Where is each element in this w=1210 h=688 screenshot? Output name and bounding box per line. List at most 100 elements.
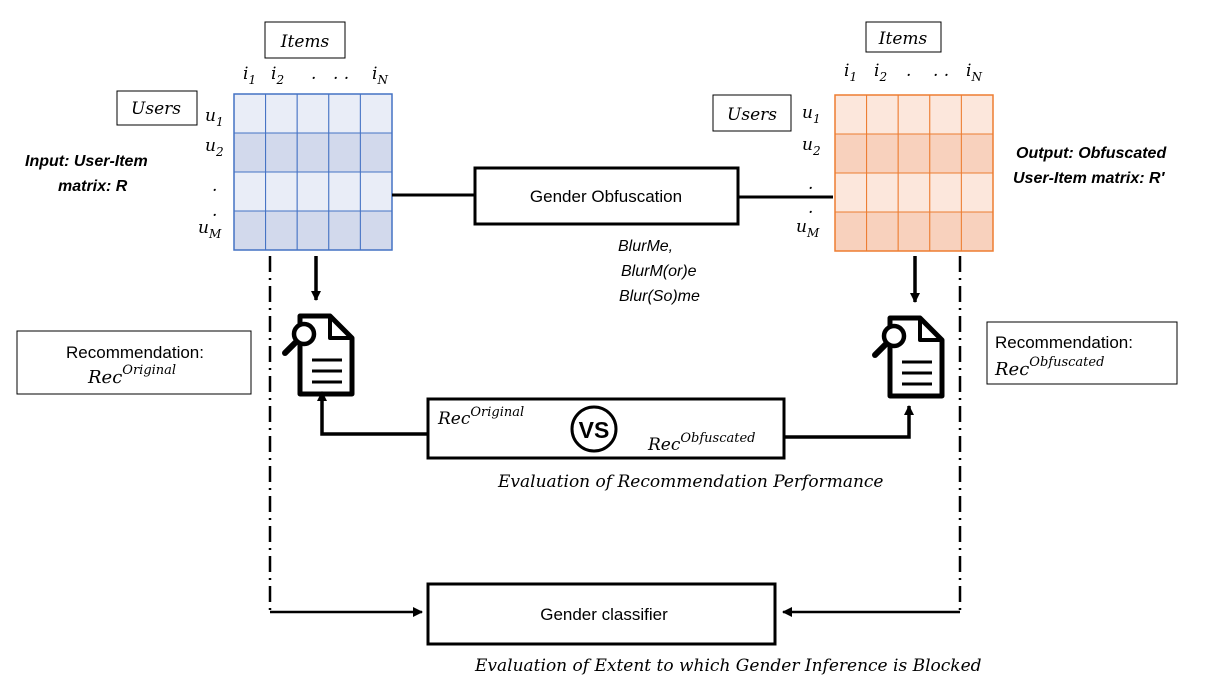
left-matrix-caption-line2: matrix: R [58,178,128,195]
matrix-cell [866,94,899,135]
left-matrix-caption-line1: Input: User-Item [25,153,148,170]
row-label: uM [198,218,222,241]
recommendation-obfuscated-label: Recommendation: [995,333,1133,352]
row-label: u2 [802,135,821,158]
matrix-cell [359,210,393,251]
column-label: i1 [243,64,256,87]
right-users-title-box [712,94,792,132]
right-matrix-caption-line2: User-Item matrix: R′ [1013,170,1166,187]
recommendation-obfuscated-formula: RecObfuscated [994,355,1104,380]
matrix-cell [866,172,899,213]
matrix-border [834,94,994,252]
document-search-icon [282,313,355,397]
left-items-title: Items [280,32,330,52]
matrix-cell [960,172,994,213]
matrix-cell [897,172,931,213]
recommendation-evaluation-caption: Evaluation of Recommendation Performance [497,472,884,492]
column-label: . . [933,61,949,81]
matrix-cell [328,171,361,212]
matrix-cell [265,132,298,173]
comparison-original-formula: RecOriginal [437,405,524,429]
obfuscation-method-1: BlurMe, [618,238,673,255]
right-items-title: Items [878,29,928,49]
matrix-cell [897,133,931,174]
matrix-cell [897,94,931,135]
matrix-cell [265,171,298,212]
row-label: . [212,176,217,196]
matrix-cell [834,133,868,174]
column-label: . . [333,64,349,84]
gender-inference-evaluation-caption: Evaluation of Extent to which Gender Inf… [474,656,982,676]
matrix-cell [233,210,267,251]
row-label: . [212,201,217,221]
matrix-cell [296,93,330,134]
matrix-cell [834,172,868,213]
recommendation-obfuscated-box [986,321,1178,385]
matrix-cell [897,211,931,252]
right-matrix-caption-line1: Output: Obfuscated [1016,145,1167,162]
obfuscation-method-3: Blur(So)me [619,288,700,305]
row-label: uM [796,217,820,240]
recommendation-original-box [16,330,252,395]
left-users-title: Users [131,99,181,119]
matrix-cell [328,93,361,134]
matrix-cell [233,93,267,134]
column-label: . [311,64,316,84]
gender-classifier-label: Gender classifier [540,605,668,624]
left-user-item-matrix [233,93,393,251]
vs-label: VS [579,417,610,443]
matrix-cell [359,132,393,173]
vs-icon: VS [570,405,618,453]
matrix-cell [834,211,868,252]
matrix-border [233,93,393,251]
arrow-comparison-to-right-recommend [784,405,914,439]
matrix-cell [296,132,330,173]
matrix-cell [233,171,267,212]
gender-obfuscation-label: Gender Obfuscation [530,187,682,206]
row-label: . [808,174,813,194]
left-column-labels: i1 i2. . . iN [243,64,388,87]
row-label: u2 [205,136,224,159]
recommendation-original-label: Recommendation: [66,343,204,362]
matrix-cell [929,211,962,252]
column-label: i2 [271,64,284,87]
matrix-cell [265,93,298,134]
matrix-cell [359,171,393,212]
matrix-cell [265,210,298,251]
recommendation-original-formula: RecOriginal [87,363,176,388]
column-label: iN [372,64,388,87]
matrix-cell [866,211,899,252]
matrix-cell [866,133,899,174]
left-items-title-box [264,21,346,59]
matrix-cell [834,94,868,135]
matrix-cell [929,133,962,174]
matrix-cell [328,132,361,173]
right-users-title: Users [727,105,777,125]
right-items-title-box [865,21,942,53]
right-obfuscated-matrix [834,94,994,252]
matrix-cell [960,211,994,252]
comparison-obfuscated-formula: RecObfuscated [647,431,756,455]
column-label: i1 [844,61,857,84]
column-label: i2 [874,61,887,84]
matrix-cell [960,133,994,174]
row-label: u1 [802,103,821,126]
matrix-cell [296,210,330,251]
matrix-cell [233,132,267,173]
document-search-icon [872,315,945,399]
obfuscation-method-2: BlurM(or)e [621,263,697,280]
matrix-cell [328,210,361,251]
matrix-cell [359,93,393,134]
matrix-cell [296,171,330,212]
arrow-comparison-to-left-recommend [317,391,428,436]
column-label: . [906,61,911,81]
left-users-title-box [116,90,198,126]
row-label: u1 [205,106,224,129]
matrix-cell [929,172,962,213]
